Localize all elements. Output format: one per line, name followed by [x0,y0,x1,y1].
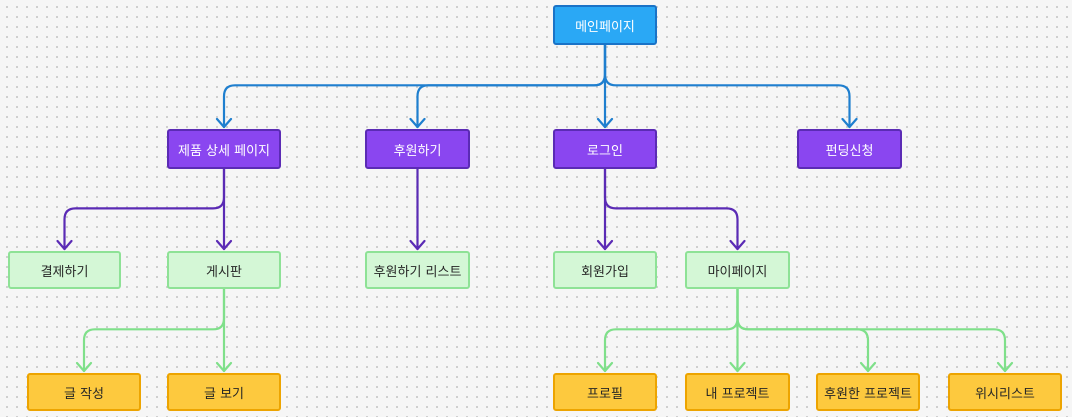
arrowhead-sponsored_projects [859,361,877,373]
node-write-post[interactable]: 글 작성 [27,373,141,411]
node-label: 펀딩신청 [825,143,874,159]
node-my-projects[interactable]: 내 프로젝트 [685,373,790,411]
node-login[interactable]: 로그인 [553,129,657,169]
arrowhead-board [215,239,233,251]
arrowhead-funding_apply [841,117,858,129]
node-label: 메인페이지 [575,19,635,35]
connector-main-to-funding_apply [603,43,851,129]
arrowhead-signup [596,239,614,251]
node-profile[interactable]: 프로필 [553,373,657,411]
node-signup[interactable]: 회원가입 [553,251,657,289]
arrowhead-profile [596,361,614,373]
node-main-page[interactable]: 메인페이지 [553,5,657,45]
node-label: 내 프로젝트 [705,386,770,402]
connector-mypage-to-wishlist [736,287,1007,373]
node-label: 후원하기 리스트 [373,264,462,280]
arrowhead-my_projects [729,361,746,373]
connector-login-to-mypage [603,167,739,251]
node-label: 후원한 프로젝트 [824,386,912,402]
connector-product_detail-to-payment [63,167,226,251]
connector-board-to-write_post [82,287,226,373]
node-view-post[interactable]: 글 보기 [167,373,281,411]
node-sponsor-list[interactable]: 후원하기 리스트 [365,251,470,289]
arrowhead-sponsor [409,117,426,129]
node-label: 프로필 [587,386,623,402]
arrowhead-login [596,117,614,129]
node-label: 후원하기 [393,143,442,159]
arrowhead-write_post [75,361,93,373]
arrowhead-view_post [215,361,233,373]
arrowhead-product_detail [215,117,233,129]
connector-mypage-to-profile [603,287,739,373]
node-label: 마이페이지 [707,264,768,280]
node-product-detail-page[interactable]: 제품 상세 페이지 [167,129,281,169]
node-mypage[interactable]: 마이페이지 [685,251,790,289]
node-label: 결제하기 [40,264,89,280]
node-label: 위시리스트 [975,386,1035,402]
node-label: 글 보기 [203,386,244,402]
arrowhead-sponsor_list [409,239,426,251]
node-sponsored-projects[interactable]: 후원한 프로젝트 [816,373,920,411]
node-funding-apply[interactable]: 펀딩신청 [797,129,902,169]
node-label: 글 작성 [63,386,104,402]
node-sponsor[interactable]: 후원하기 [365,129,470,169]
node-label: 게시판 [206,264,242,280]
node-label: 제품 상세 페이지 [178,143,270,159]
arrowhead-payment [56,239,73,251]
node-label: 로그인 [587,143,623,159]
node-board[interactable]: 게시판 [167,251,281,289]
arrowhead-mypage [729,239,746,251]
arrowhead-wishlist [996,361,1014,373]
connector-main-to-sponsor [416,43,607,129]
node-payment[interactable]: 결제하기 [8,251,121,289]
node-label: 회원가입 [581,264,629,280]
node-wishlist[interactable]: 위시리스트 [948,373,1062,411]
